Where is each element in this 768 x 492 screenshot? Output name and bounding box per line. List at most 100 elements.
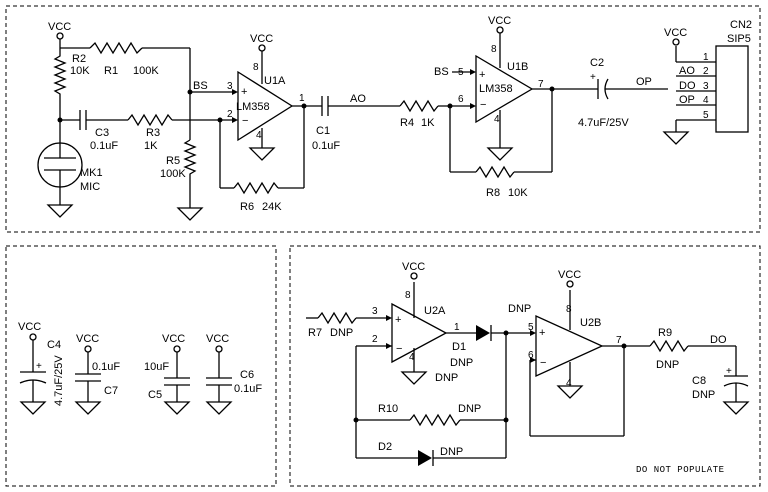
svg-text:U2B: U2B [580,317,601,329]
resistor-r3: R3 1K [127,113,232,152]
svg-text:MK1: MK1 [80,167,103,179]
ao-net-label: AO [350,93,366,105]
svg-text:DNP: DNP [458,403,481,415]
svg-text:1: 1 [703,52,709,63]
svg-text:−: − [242,115,248,127]
capacitor-c6: VCC C6 0.1uF [205,333,262,415]
svg-text:4: 4 [409,352,415,363]
bs-net-label: BS [193,80,208,92]
bs-net-label: BS [434,66,449,78]
svg-text:U2A: U2A [424,305,446,317]
svg-text:0.1uF: 0.1uF [92,361,120,373]
svg-text:R7: R7 [308,327,322,339]
svg-text:DO: DO [679,80,696,92]
op-net-label: OP [636,76,652,88]
svg-text:10K: 10K [508,187,528,199]
svg-text:C2: C2 [590,57,604,69]
svg-text:LM358: LM358 [236,101,270,113]
svg-text:2: 2 [227,109,233,120]
svg-text:4: 4 [566,378,572,389]
svg-text:5: 5 [458,67,464,78]
svg-text:R6: R6 [240,201,254,213]
resistor-r6: R6 24K [217,106,305,213]
svg-text:+: + [395,314,401,326]
resistor-r10: R10 DNP [356,403,506,427]
svg-text:R5: R5 [166,155,180,167]
svg-text:−: − [540,357,546,369]
svg-text:+: + [590,72,596,83]
svg-text:MIC: MIC [80,181,100,193]
ground-symbol [46,204,74,218]
svg-text:VCC: VCC [48,21,71,33]
svg-text:R3: R3 [146,127,160,139]
svg-text:−: − [396,343,402,355]
decoupling-panel [5,245,277,487]
svg-text:4: 4 [494,114,500,125]
svg-text:3: 3 [703,81,709,92]
svg-text:R2: R2 [72,53,86,65]
svg-text:0.1uF: 0.1uF [234,383,262,395]
vcc-symbol: VCC [48,21,71,48]
svg-text:U1A: U1A [264,75,286,87]
svg-text:+: + [36,361,42,372]
svg-text:LM358: LM358 [479,83,513,95]
svg-text:1K: 1K [421,117,435,129]
diode-d2: D2 DNP [356,441,506,466]
svg-text:2: 2 [372,334,378,345]
svg-text:VCC: VCC [76,333,99,345]
svg-text:10K: 10K [70,65,90,77]
svg-text:OP: OP [679,94,695,106]
svg-text:DNP: DNP [656,359,679,371]
svg-text:7: 7 [616,335,622,346]
svg-text:C7: C7 [104,385,118,397]
svg-text:5: 5 [703,110,709,121]
svg-text:4.7uF/25V: 4.7uF/25V [578,117,629,129]
capacitor-c7: VCC 0.1uF C7 [74,333,120,415]
svg-text:D2: D2 [378,441,392,453]
svg-text:5: 5 [528,322,534,333]
svg-text:100K: 100K [133,65,159,77]
resistor-r7: R7 DNP [306,311,392,339]
svg-text:VCC: VCC [664,27,687,39]
capacitor-c3: C3 0.1uF [79,110,128,152]
svg-text:D1: D1 [452,341,466,353]
svg-text:C6: C6 [240,369,254,381]
connector-cn2: CN2 SIP5 1 2 3 4 5 AO DO OP VCC [662,19,752,145]
svg-text:+: + [241,86,247,98]
svg-text:CN2: CN2 [730,19,752,31]
svg-text:DNP: DNP [440,446,463,458]
svg-text:1K: 1K [144,140,158,152]
svg-text:VCC: VCC [162,333,185,345]
dnp-label: DNP [508,303,531,315]
svg-text:2: 2 [703,66,709,77]
svg-text:VCC: VCC [488,15,511,27]
comparator-panel [289,245,761,487]
svg-text:C4: C4 [47,339,61,351]
svg-text:VCC: VCC [402,261,425,273]
svg-text:R10: R10 [378,403,398,415]
resistor-r5: R5 100K [160,92,197,200]
svg-text:+: + [726,366,732,377]
svg-text:AO: AO [679,65,695,77]
svg-text:C5: C5 [148,389,162,401]
svg-text:VCC: VCC [250,33,273,45]
capacitor-c4: VCC + C4 4.7uF/25V [18,321,65,415]
svg-text:1: 1 [299,93,305,104]
resistor-r1: R1 100K [60,41,190,77]
svg-text:3: 3 [372,306,378,317]
svg-text:3: 3 [227,81,233,92]
resistor-r4: R4 1K [399,99,470,129]
svg-text:100K: 100K [160,168,186,180]
capacitor-c5: VCC 10uF C5 [144,333,191,415]
svg-text:R1: R1 [104,65,118,77]
svg-text:+: + [479,69,485,81]
microphone-mk1: MK1 MIC [37,120,103,205]
svg-text:8: 8 [491,44,497,55]
svg-text:U1B: U1B [507,61,528,73]
opamp-u1b: 5 6 + − LM358 U1B 8 4 7 VCC [458,15,544,161]
comparator-u2b: 5 6 + − U2B 8 4 7 VCC [528,269,622,399]
svg-text:8: 8 [566,304,572,315]
svg-text:7: 7 [538,79,544,90]
diode-d1: D1 DNP DNP [435,325,530,384]
